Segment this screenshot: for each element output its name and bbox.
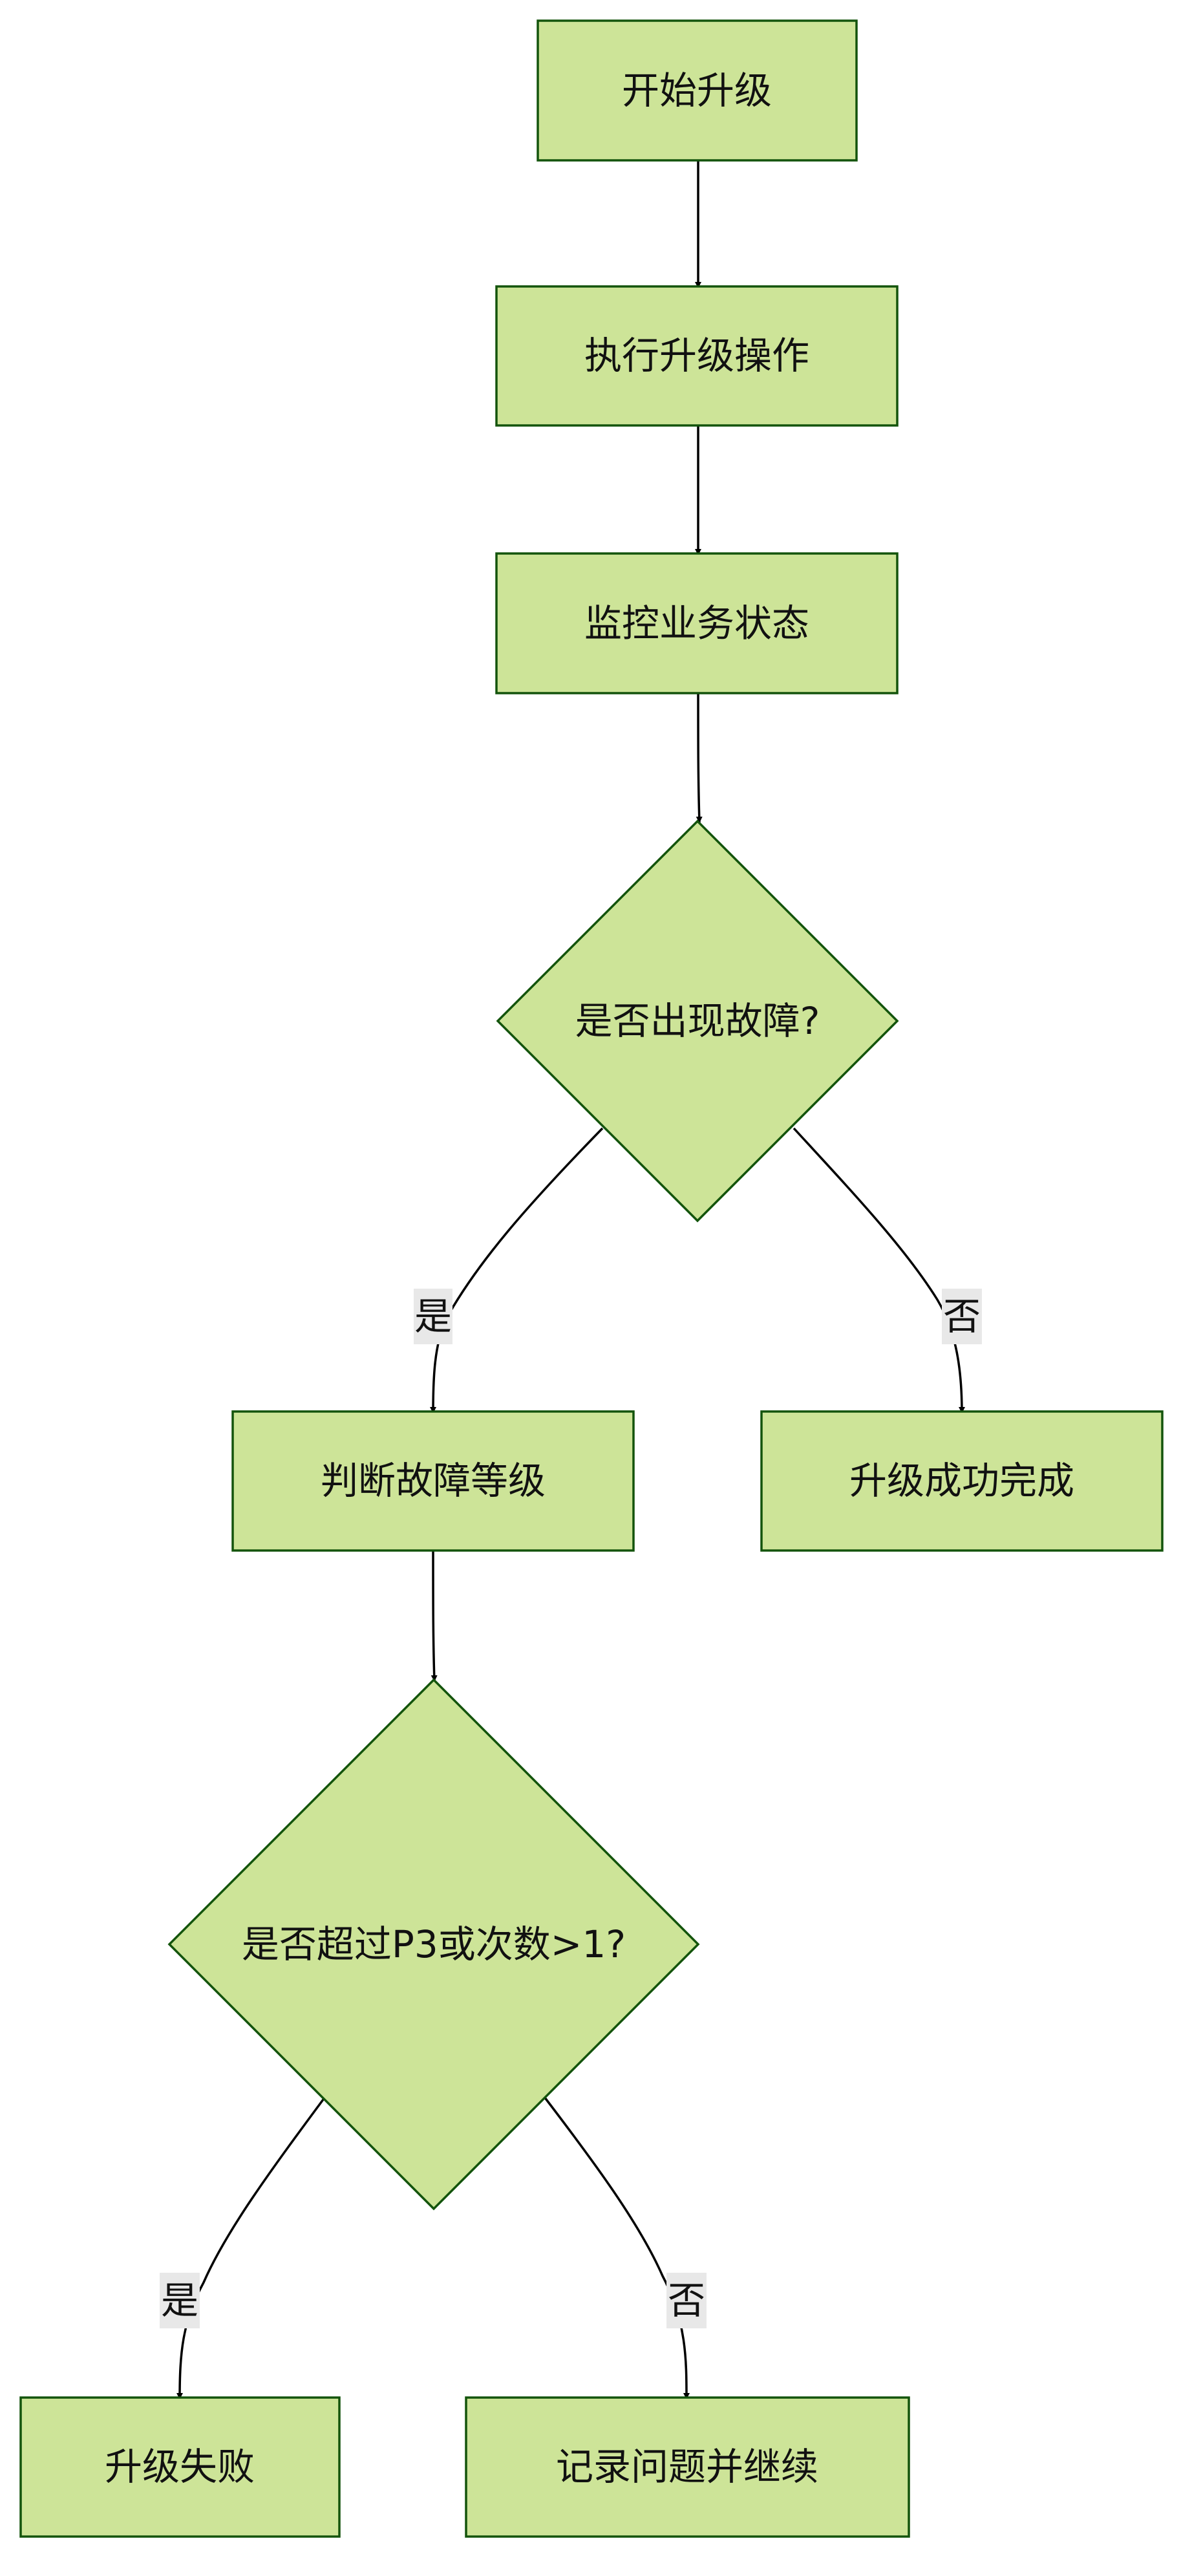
node-execute: 执行升级操作 xyxy=(495,285,899,427)
edge-threshold-yes xyxy=(176,2096,326,2399)
node-record-continue-label: 记录问题并继续 xyxy=(556,2445,818,2489)
node-monitor: 监控业务状态 xyxy=(495,552,899,694)
edge-label-fault-yes: 是 xyxy=(414,1289,452,1344)
edge-fault-check-yes xyxy=(430,1127,604,1413)
node-threshold-check-label: 是否超过P3或次数>1? xyxy=(242,1922,626,1966)
edge-threshold-no xyxy=(543,2096,690,2399)
edges xyxy=(176,160,965,2399)
edge-label-fault-yes-text: 是 xyxy=(414,1294,452,1338)
node-execute-label: 执行升级操作 xyxy=(584,334,809,378)
nodes: 开始升级 执行升级操作 监控业务状态 是否出现故障? 判断故障等级 升级成功完成… xyxy=(19,19,1164,2538)
node-success: 升级成功完成 xyxy=(760,1410,1164,1552)
edge-label-threshold-no-text: 否 xyxy=(668,2279,705,2323)
edge-fault-check-no xyxy=(793,1127,965,1413)
node-monitor-label: 监控业务状态 xyxy=(584,601,809,645)
edge-label-threshold-no: 否 xyxy=(666,2273,707,2328)
node-failure: 升级失败 xyxy=(19,2396,341,2538)
node-start-label: 开始升级 xyxy=(622,69,772,113)
edge-judge-to-threshold xyxy=(431,1550,438,1682)
edge-monitor-to-fault-check xyxy=(696,692,703,823)
edge-label-threshold-yes: 是 xyxy=(160,2273,200,2328)
edge-label-fault-no-text: 否 xyxy=(943,1294,981,1338)
node-judge-level-label: 判断故障等级 xyxy=(321,1459,546,1503)
node-failure-label: 升级失败 xyxy=(105,2445,255,2489)
node-fault-check: 是否出现故障? xyxy=(496,819,899,1223)
node-fault-check-label: 是否出现故障? xyxy=(575,999,820,1043)
node-record-continue: 记录问题并继续 xyxy=(465,2396,910,2538)
node-start: 开始升级 xyxy=(537,19,858,162)
node-threshold-check: 是否超过P3或次数>1? xyxy=(167,1678,700,2211)
edge-labels: 是 否 是 否 xyxy=(160,1289,982,2328)
edge-label-fault-no: 否 xyxy=(942,1289,982,1344)
node-judge-level: 判断故障等级 xyxy=(231,1410,635,1552)
edge-label-threshold-yes-text: 是 xyxy=(161,2279,198,2323)
node-success-label: 升级成功完成 xyxy=(849,1459,1074,1503)
